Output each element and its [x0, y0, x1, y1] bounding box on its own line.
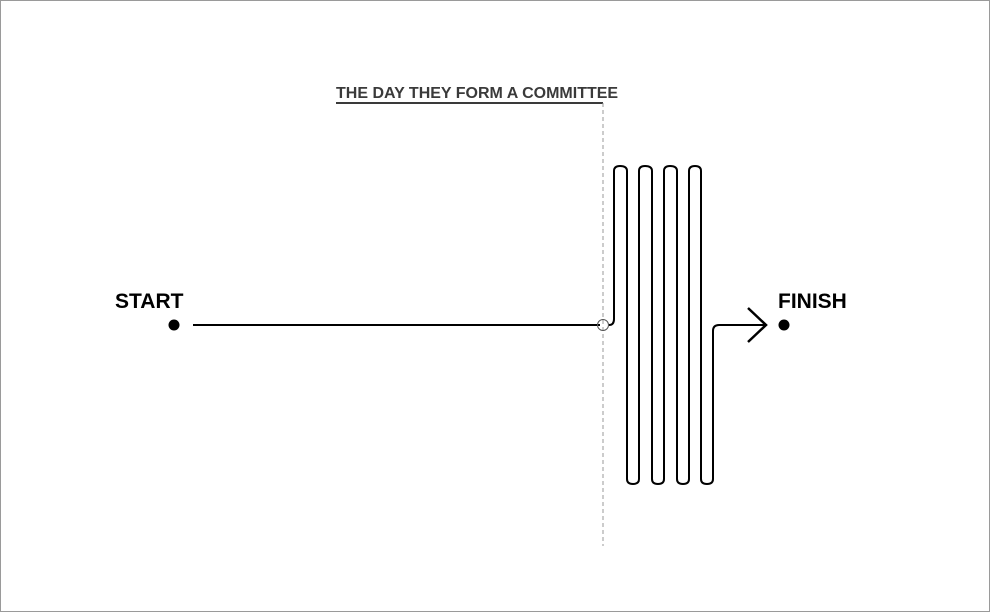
finish-dot: [778, 319, 790, 331]
start-dot: [168, 319, 180, 331]
annotation-label: THE DAY THEY FORM A COMMITTEE: [336, 85, 618, 102]
finish-label: FINISH: [778, 290, 847, 313]
serpentine-path: [608, 165, 766, 485]
arrow-head: [747, 307, 768, 343]
start-label: START: [115, 290, 184, 313]
committee-marker: [597, 319, 609, 331]
